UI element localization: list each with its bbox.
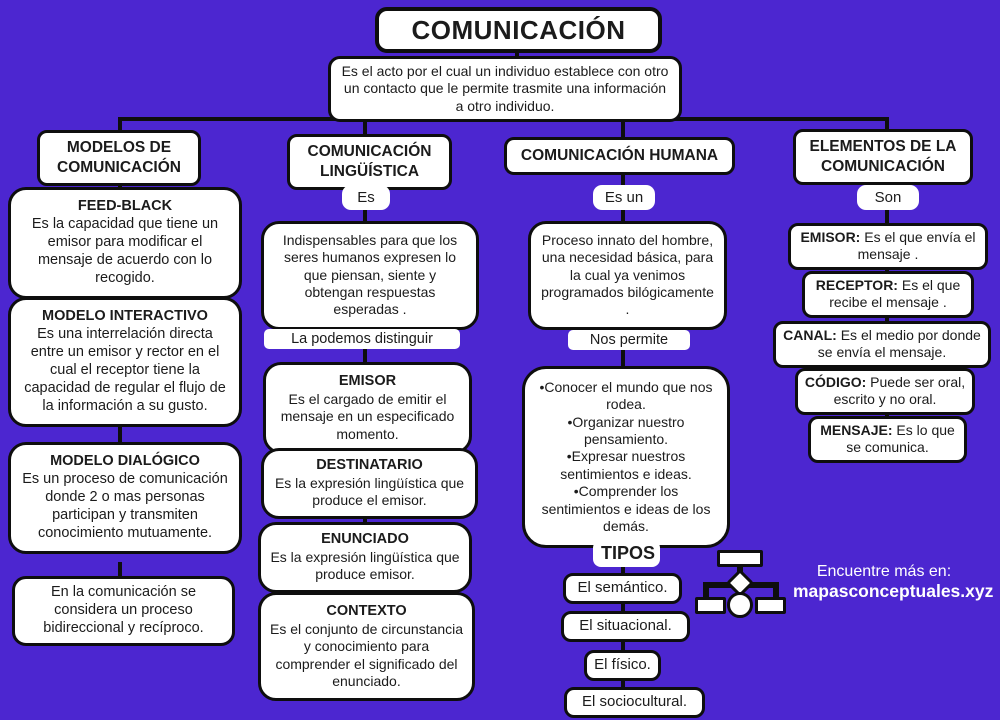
logo-left-rectangle	[695, 597, 726, 614]
node-contexto-title: CONTEXTO	[326, 603, 407, 619]
node-feed-black: FEED-BLACK Es la capacidad que tiene un …	[8, 187, 242, 299]
node-elemento-mensaje-label: MENSAJE:	[820, 422, 893, 438]
node-modelo-dialogico-title: MODELO DIALÓGICO	[50, 453, 200, 469]
connector-line	[621, 347, 625, 368]
node-modelo-interactivo-body: Es una interrelación directa entre un em…	[24, 325, 226, 414]
connector-label-son: Son	[857, 185, 919, 210]
node-modelo-interactivo-title: MODELO INTERACTIVO	[42, 308, 208, 324]
logo-circle	[727, 592, 753, 618]
node-humana-intro: Proceso innato del hombre, una necesidad…	[528, 221, 727, 330]
connector-line	[621, 600, 625, 613]
node-tipo-fisico: El físico.	[584, 650, 661, 681]
header-modelos: MODELOS DE COMUNICACIÓN	[37, 130, 201, 187]
node-contexto: CONTEXTO Es el conjunto de circunstancia…	[258, 592, 475, 702]
connector-line	[621, 119, 625, 139]
connector-line	[118, 562, 122, 578]
label-la-podemos-distinguir: La podemos distinguir	[264, 329, 460, 349]
definition-node: Es el acto por el cual un individuo esta…	[328, 56, 682, 123]
node-elemento-mensaje-text: Es lo que se comunica.	[846, 422, 955, 456]
connector-line	[621, 210, 625, 223]
node-linguistica-intro: Indispensables para que los seres humano…	[261, 221, 479, 330]
connector-line	[363, 210, 367, 223]
label-tipos: TIPOS	[593, 540, 660, 567]
node-emisor-title: EMISOR	[338, 373, 397, 389]
node-emisor-linguistica: EMISOR Es el cargado de emitir el mensaj…	[263, 362, 472, 455]
node-elemento-mensaje: MENSAJE: Es lo que se comunica.	[808, 416, 967, 463]
node-elemento-codigo-text: Puede ser oral, escrito y no oral.	[833, 374, 966, 408]
logo-top-rectangle	[717, 550, 763, 567]
concept-map-flowchart-icon	[695, 548, 790, 628]
connector-line	[363, 119, 367, 136]
header-elementos: ELEMENTOS DE LA COMUNICACIÓN	[793, 129, 973, 186]
node-destinatario-title: DESTINATARIO	[316, 457, 423, 473]
connector-label-es-un: Es un	[593, 185, 655, 210]
header-linguistica: COMUNICACIÓN LINGÜÍSTICA	[287, 134, 452, 191]
connector-line	[621, 675, 625, 689]
logo-line	[703, 582, 709, 600]
node-elemento-emisor: EMISOR: Es el que envía el mensaje .	[788, 223, 988, 270]
node-elemento-receptor-text: Es el que recibe el mensaje .	[829, 277, 961, 311]
node-feed-black-title: FEED-BLACK	[77, 198, 173, 214]
connector-line	[621, 168, 625, 187]
node-tipo-situacional: El situacional.	[561, 611, 690, 642]
node-emisor-body: Es el cargado de emitir el mensaje en un…	[280, 390, 455, 442]
node-destinatario: DESTINATARIO Es la expresión lingüística…	[261, 448, 478, 519]
node-elemento-emisor-text: Es el que envía el mensaje .	[857, 229, 976, 263]
connector-line	[621, 562, 625, 575]
node-bidireccional: En la comunicación se considera un proce…	[12, 576, 235, 646]
node-elemento-canal: CANAL: Es el medio por donde se envía el…	[773, 321, 991, 368]
connector-line	[363, 349, 367, 364]
node-enunciado-body: Es la expresión lingüística que produce …	[270, 548, 460, 583]
node-destinatario-body: Es la expresión lingüística que produce …	[274, 474, 465, 509]
node-elemento-codigo-label: CÓDIGO:	[804, 374, 867, 390]
header-humana: COMUNICACIÓN HUMANA	[504, 137, 735, 176]
node-enunciado-title: ENUNCIADO	[321, 531, 409, 547]
node-elemento-codigo: CÓDIGO: Puede ser oral, escrito y no ora…	[795, 368, 975, 415]
node-contexto-body: Es el conjunto de circunstancia y conoci…	[270, 620, 463, 690]
node-elemento-emisor-label: EMISOR:	[800, 229, 861, 245]
node-tipo-sociocultural: El sociocultural.	[564, 687, 705, 718]
branding-text: Encuentre más en: mapasconceptuales.xyz	[793, 563, 994, 602]
label-nos-permite: Nos permite	[568, 330, 690, 350]
branding-site-url: mapasconceptuales.xyz	[793, 581, 994, 601]
node-tipo-semantico: El semántico.	[563, 573, 682, 604]
connector-line	[118, 427, 122, 444]
connector-label-es: Es	[342, 185, 390, 210]
node-modelo-dialogico: MODELO DIALÓGICO Es un proceso de comuni…	[8, 442, 242, 554]
branding-prefix: Encuentre más en:	[816, 563, 952, 580]
connector-line	[621, 639, 625, 652]
map-title: COMUNICACIÓN	[375, 7, 662, 54]
logo-line	[773, 582, 779, 600]
node-modelo-interactivo: MODELO INTERACTIVO Es una interrelación …	[8, 297, 242, 427]
node-feed-black-body: Es la capacidad que tiene un emisor para…	[31, 215, 219, 286]
node-modelo-dialogico-body: Es un proceso de comunicación donde 2 o …	[22, 470, 228, 541]
connector-line	[118, 119, 122, 132]
node-enunciado: ENUNCIADO Es la expresión lingüística qu…	[258, 522, 472, 593]
connector-line	[885, 119, 889, 132]
node-humana-beneficios: •Conocer el mundo que nos rodea. •Organi…	[522, 366, 730, 549]
logo-right-rectangle	[755, 597, 786, 614]
node-elemento-canal-label: CANAL:	[783, 327, 837, 343]
node-elemento-canal-text: Es el medio por donde se envía el mensaj…	[817, 327, 981, 361]
connector-line	[885, 209, 889, 225]
node-elemento-receptor-label: RECEPTOR:	[815, 277, 898, 293]
node-elemento-receptor: RECEPTOR: Es el que recibe el mensaje .	[802, 271, 974, 318]
